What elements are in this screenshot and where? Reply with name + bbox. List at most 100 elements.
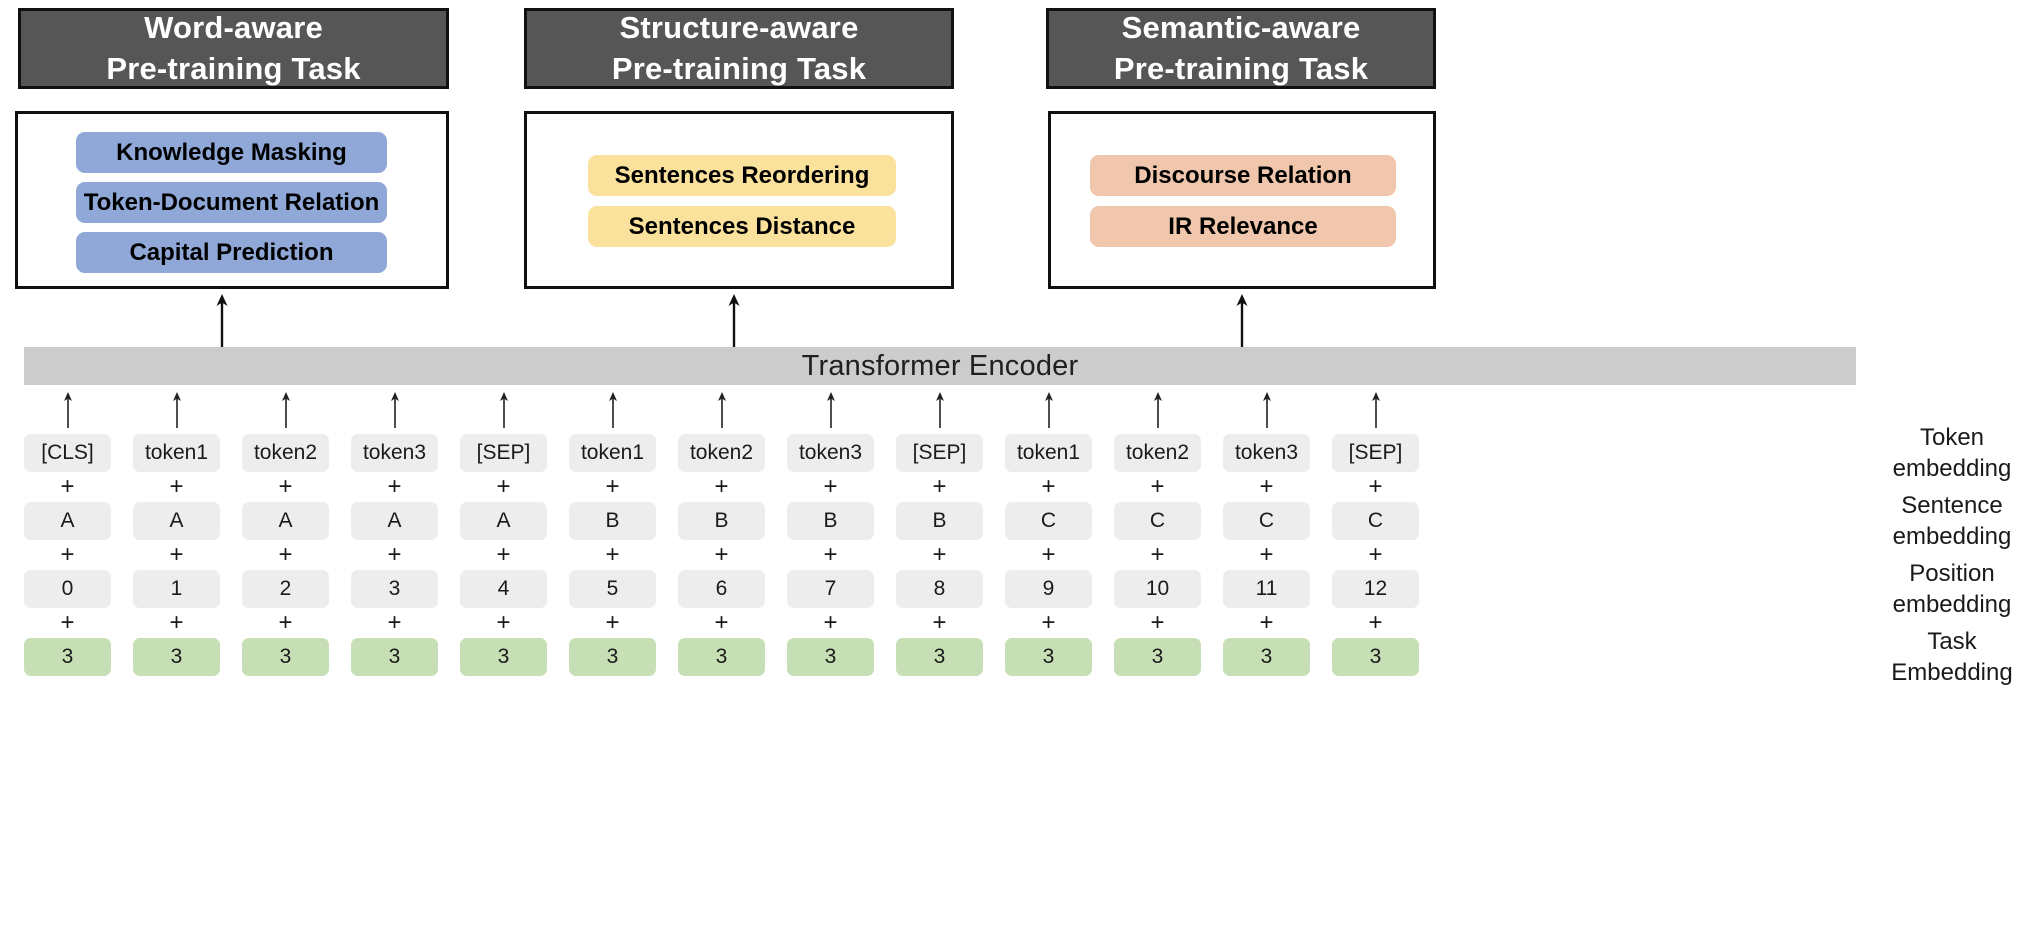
transformer-encoder-label: Transformer Encoder [801,349,1079,382]
up-arrow-icon-semantic-aware [1236,294,1248,349]
up-arrow-icon-token-7 [826,392,835,428]
token-embedding-cell: token3 [1223,434,1310,472]
row-label-line2: embedding [1892,523,2012,550]
task-embedding-cell: 3 [1223,638,1310,676]
sentence-embedding-cell: A [460,502,547,540]
up-arrow-icon-token-6 [717,392,726,428]
row-label-line2: Embedding [1891,659,2013,686]
plus-symbol: + [714,609,729,636]
position-embedding-cell: 10 [1114,570,1201,608]
plus-symbol: + [278,473,293,500]
position-embedding-cell: 5 [569,570,656,608]
sub-task-knowledge-masking[interactable]: Knowledge Masking [76,132,387,173]
token-embedding-cell: [SEP] [460,434,547,472]
position-embedding-cell: 7 [787,570,874,608]
plus-symbol: + [1368,609,1383,636]
task-embedding-cell: 3 [1005,638,1092,676]
plus-symbol: + [496,473,511,500]
plus-symbol: + [1041,609,1056,636]
sentence-embedding-cell: B [896,502,983,540]
task-header-line2: Pre-training Task [611,50,867,86]
row-label-line1: Position [1909,559,1995,587]
plus-symbol: + [823,473,838,500]
token-embedding-cell: token3 [787,434,874,472]
row-label-line1: Task [1927,627,1977,655]
sub-task-token-document-relation[interactable]: Token-Document Relation [76,182,387,223]
plus-symbol: + [387,541,402,568]
plus-symbol: + [1041,473,1056,500]
sub-task-capital-prediction[interactable]: Capital Prediction [76,232,387,273]
token-embedding-cell: token1 [1005,434,1092,472]
row-label-line2: embedding [1892,591,2012,618]
token-embedding-cell: [CLS] [24,434,111,472]
sentence-embedding-cell: C [1114,502,1201,540]
sub-task-sentences-reordering[interactable]: Sentences Reordering [588,155,896,196]
plus-symbol: + [605,609,620,636]
sentence-embedding-cell: C [1005,502,1092,540]
plus-symbol: + [1150,609,1165,636]
position-embedding-cell: 6 [678,570,765,608]
plus-symbol: + [169,473,184,500]
position-embedding-cell: 12 [1332,570,1419,608]
plus-symbol: + [60,473,75,500]
sub-task-sentences-distance[interactable]: Sentences Distance [588,206,896,247]
task-header-line1: Semantic-aware [1121,9,1361,45]
up-arrow-icon-token-12 [1371,392,1380,428]
plus-symbol: + [496,609,511,636]
sentence-embedding-cell: B [678,502,765,540]
sub-task-ir-relevance[interactable]: IR Relevance [1090,206,1396,247]
up-arrow-icon-structure-aware [728,294,740,349]
plus-symbol: + [496,541,511,568]
up-arrow-icon-token-9 [1044,392,1053,428]
plus-symbol: + [60,609,75,636]
task-embedding-cell: 3 [351,638,438,676]
plus-symbol: + [714,473,729,500]
plus-symbol: + [1041,541,1056,568]
plus-symbol: + [278,541,293,568]
task-body-word-aware: Knowledge Masking Token-Document Relatio… [15,111,449,289]
position-embedding-cell: 11 [1223,570,1310,608]
sentence-embedding-cell: A [351,502,438,540]
task-header-line2: Pre-training Task [106,50,361,86]
task-body-semantic-aware: Discourse Relation IR Relevance [1048,111,1436,289]
position-embedding-cell: 2 [242,570,329,608]
up-arrow-icon-token-5 [608,392,617,428]
position-embedding-cell: 3 [351,570,438,608]
task-embedding-cell: 3 [1332,638,1419,676]
row-label-line1: Token [1919,423,1985,451]
sentence-embedding-cell: A [24,502,111,540]
task-body-structure-aware: Sentences Reordering Sentences Distance [524,111,954,289]
up-arrow-icon-token-8 [935,392,944,428]
task-header-line1: Structure-aware [619,9,859,45]
plus-symbol: + [1368,541,1383,568]
task-embedding-cell: 3 [24,638,111,676]
plus-symbol: + [387,473,402,500]
plus-symbol: + [932,473,947,500]
sentence-embedding-cell: C [1332,502,1419,540]
transformer-encoder-bar: Transformer Encoder [24,347,1856,385]
task-embedding-cell: 3 [242,638,329,676]
plus-symbol: + [714,541,729,568]
up-arrow-icon-token-0 [63,392,72,428]
token-embedding-cell: [SEP] [896,434,983,472]
plus-symbol: + [169,609,184,636]
task-embedding-cell: 3 [678,638,765,676]
position-embedding-cell: 8 [896,570,983,608]
plus-symbol: + [1150,541,1165,568]
sub-task-discourse-relation[interactable]: Discourse Relation [1090,155,1396,196]
plus-symbol: + [1150,473,1165,500]
token-embedding-cell: token1 [133,434,220,472]
token-embedding-cell: token1 [569,434,656,472]
plus-symbol: + [1259,473,1274,500]
plus-symbol: + [169,541,184,568]
plus-symbol: + [605,473,620,500]
task-header-line2: Pre-training Task [1113,50,1369,86]
plus-symbol: + [1259,541,1274,568]
plus-symbol: + [605,541,620,568]
up-arrow-icon-token-1 [172,392,181,428]
position-embedding-cell: 1 [133,570,220,608]
plus-symbol: + [823,541,838,568]
